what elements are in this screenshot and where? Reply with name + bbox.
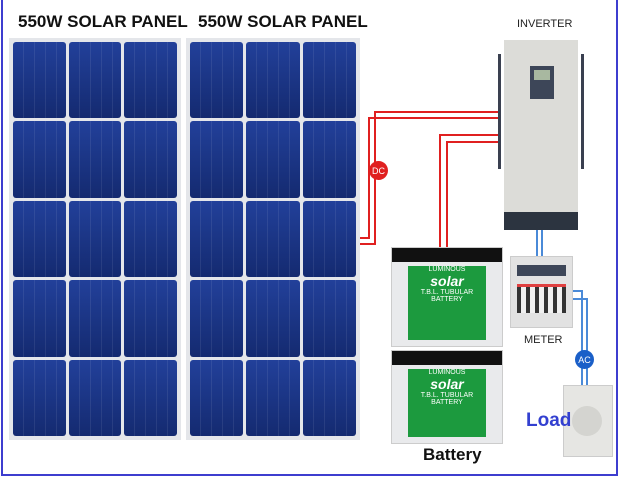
solar-cell xyxy=(124,200,177,278)
frame-border xyxy=(1,0,618,476)
solar-cell xyxy=(190,42,244,119)
power-socket xyxy=(563,385,613,457)
solar-cell xyxy=(302,200,356,278)
solar-cell xyxy=(124,121,177,198)
solar-cell xyxy=(246,200,300,278)
solar-cell xyxy=(13,121,66,198)
solar-cell xyxy=(246,42,300,119)
battery-sub: T.B.L. TUBULAR BATTERY xyxy=(420,289,474,303)
solar-cell xyxy=(190,121,244,198)
solar-panel-1 xyxy=(9,38,181,440)
solar-cell xyxy=(124,280,177,357)
solar-cell xyxy=(13,280,66,357)
dc-badge: DC xyxy=(369,161,388,180)
panel-1-title: 550W SOLAR PANEL xyxy=(18,12,188,31)
solar-cell xyxy=(68,121,122,198)
battery-label: Battery xyxy=(423,445,482,464)
solar-cell xyxy=(68,359,122,436)
solar-cell xyxy=(68,200,122,278)
solar-cell xyxy=(190,200,244,278)
solar-cell xyxy=(124,359,177,436)
solar-cell xyxy=(13,42,66,119)
solar-cell xyxy=(68,280,122,357)
load-label: Load xyxy=(526,410,572,431)
solar-cell xyxy=(246,121,300,198)
inverter-label: INVERTER xyxy=(517,18,573,30)
battery-brand-top: LUMINOUS xyxy=(428,266,466,273)
solar-cell xyxy=(124,42,177,119)
battery-brand: solar xyxy=(430,273,464,289)
solar-cell xyxy=(246,359,300,436)
ac-badge: AC xyxy=(575,350,594,369)
inverter-display xyxy=(530,66,554,99)
panel-2-title: 550W SOLAR PANEL xyxy=(198,12,368,31)
solar-panel-2 xyxy=(186,38,360,440)
inverter xyxy=(498,40,584,230)
solar-cell xyxy=(302,280,356,357)
solar-cell xyxy=(246,280,300,357)
dc-wires xyxy=(360,111,498,262)
battery-sub: T.B.L. TUBULAR BATTERY xyxy=(420,392,474,406)
solar-cell xyxy=(13,359,66,436)
battery-brand-top: LUMINOUS xyxy=(428,369,466,376)
meter xyxy=(510,256,573,328)
solar-cell xyxy=(190,359,244,436)
solar-cell xyxy=(302,42,356,119)
solar-cell xyxy=(190,280,244,357)
solar-cell xyxy=(68,42,122,119)
battery-brand: solar xyxy=(430,376,464,392)
meter-label: METER xyxy=(524,334,563,346)
solar-cell xyxy=(302,121,356,198)
solar-cell xyxy=(302,359,356,436)
solar-cell xyxy=(13,200,66,278)
